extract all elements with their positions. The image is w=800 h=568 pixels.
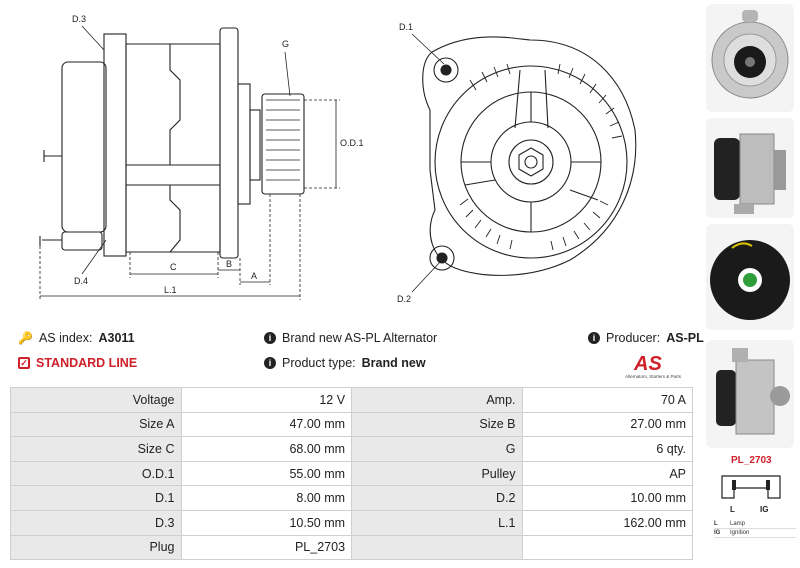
info-icon: i <box>588 332 600 344</box>
plug-pin-ig: IG <box>760 505 768 514</box>
spec-label: Voltage <box>10 387 182 413</box>
pulley <box>261 93 305 195</box>
spec-label: Size A <box>10 411 182 438</box>
legend-code: L <box>714 521 718 527</box>
spec-value: 8.00 mm <box>180 485 353 511</box>
dimension-labels: D.3 G D.1 O.D.1 C B A L.1 D.4 D.2 <box>72 14 413 304</box>
standard-line-label: STANDARD LINE <box>36 356 138 370</box>
info-icon: i <box>264 332 276 344</box>
spec-label: Amp. <box>351 387 523 413</box>
label-od1: O.D.1 <box>340 138 364 148</box>
producer-info: i Producer: AS-PL <box>588 331 704 345</box>
key-icon: 🔑 <box>18 331 33 345</box>
spec-value <box>521 534 693 561</box>
product-type-value: Brand new <box>361 356 426 370</box>
spec-label: Plug <box>10 534 182 561</box>
rear-cover <box>61 61 107 233</box>
standard-line: ✓ STANDARD LINE <box>18 356 137 370</box>
legend-row: IG Ignition <box>714 529 796 538</box>
label-d3: D.3 <box>72 14 86 24</box>
spec-label: L.1 <box>351 509 523 536</box>
producer-value: AS-PL <box>666 331 704 345</box>
product-photo-angle[interactable] <box>706 340 794 448</box>
spec-label: D.3 <box>10 509 182 536</box>
product-type-label: Product type: <box>282 356 356 370</box>
brand-text: Brand new AS-PL Alternator <box>282 331 438 345</box>
plug-pin-l: L <box>730 505 735 514</box>
product-photo-front[interactable] <box>706 4 794 112</box>
label-c: C <box>170 262 177 272</box>
plug-legend: L Lamp IG Ignition <box>714 520 796 538</box>
label-l1: L.1 <box>164 285 177 295</box>
legend-desc: Lamp <box>730 521 746 527</box>
spec-label: Size B <box>351 411 523 438</box>
producer-label: Producer: <box>606 331 661 345</box>
spec-value: 27.00 mm <box>521 411 693 438</box>
spec-table: Voltage 12 V Amp. 70 A Size A 47.00 mm S… <box>10 387 693 561</box>
spec-value: 68.00 mm <box>180 436 353 462</box>
spec-label: Pulley <box>351 460 523 487</box>
spec-value: PL_2703 <box>180 534 353 561</box>
spec-value: 6 qty. <box>521 436 693 462</box>
spec-value: 55.00 mm <box>180 460 353 487</box>
spec-value: 162.00 mm <box>521 509 693 536</box>
label-a: A <box>251 271 257 281</box>
spec-value: 12 V <box>180 387 353 413</box>
legend-code: IG <box>714 530 721 536</box>
spec-label: G <box>351 436 523 462</box>
as-index-label: AS index: <box>38 331 93 345</box>
svg-text:AS: AS <box>633 353 662 375</box>
rear-housing <box>103 33 127 257</box>
as-logo: AS Alternators, Starters & Parts <box>624 350 694 380</box>
table-row: Size A 47.00 mm Size B 27.00 mm <box>10 411 693 438</box>
table-row: D.1 8.00 mm D.2 10.00 mm <box>10 485 693 511</box>
spec-label <box>351 534 523 561</box>
front-bearing <box>237 83 251 205</box>
spec-label: O.D.1 <box>10 460 182 487</box>
stator-body <box>125 43 221 253</box>
table-row: O.D.1 55.00 mm Pulley AP <box>10 460 693 487</box>
front-view <box>422 36 637 276</box>
table-row: Voltage 12 V Amp. 70 A <box>10 387 693 413</box>
spec-label: D.2 <box>351 485 523 511</box>
label-d4: D.4 <box>74 276 88 286</box>
spec-value: 47.00 mm <box>180 411 353 438</box>
spec-value: 10.00 mm <box>521 485 693 511</box>
product-photo-side[interactable] <box>706 118 794 218</box>
label-b: B <box>226 259 232 269</box>
table-row: Size C 68.00 mm G 6 qty. <box>10 436 693 462</box>
plug-diagram: L IG <box>718 472 784 516</box>
label-d1: D.1 <box>399 22 413 32</box>
alternator-drawing-svg: D.3 G D.1 O.D.1 C B A L.1 D.4 D.2 <box>39 14 637 304</box>
spec-label: Size C <box>10 436 182 462</box>
cooling-slots <box>459 63 623 251</box>
label-g: G <box>282 39 289 49</box>
brand-info: i Brand new AS-PL Alternator <box>264 331 437 345</box>
spec-value: 10.50 mm <box>180 509 353 536</box>
front-housing <box>219 27 239 259</box>
spec-value: 70 A <box>521 387 693 413</box>
as-index: 🔑 AS index: A3011 <box>18 331 135 345</box>
as-logo-mark: AS Alternators, Starters & Parts <box>625 353 682 379</box>
svg-text:Alternators, Starters & Parts: Alternators, Starters & Parts <box>625 374 682 379</box>
as-index-value: A3011 <box>98 331 135 345</box>
label-d2: D.2 <box>397 294 411 304</box>
checkbox-icon: ✓ <box>18 357 30 369</box>
technical-drawing: D.3 G D.1 O.D.1 C B A L.1 D.4 D.2 <box>0 0 700 318</box>
spec-label: D.1 <box>10 485 182 511</box>
plug-name: PL_2703 <box>731 455 772 466</box>
product-type: i Product type: Brand new <box>264 356 426 370</box>
info-icon: i <box>264 357 276 369</box>
spec-value: AP <box>521 460 693 487</box>
legend-row: L Lamp <box>714 520 796 529</box>
product-photo-rear[interactable] <box>706 224 794 330</box>
table-row: Plug PL_2703 <box>10 534 693 561</box>
legend-desc: Ignition <box>730 530 750 536</box>
table-row: D.3 10.50 mm L.1 162.00 mm <box>10 509 693 536</box>
